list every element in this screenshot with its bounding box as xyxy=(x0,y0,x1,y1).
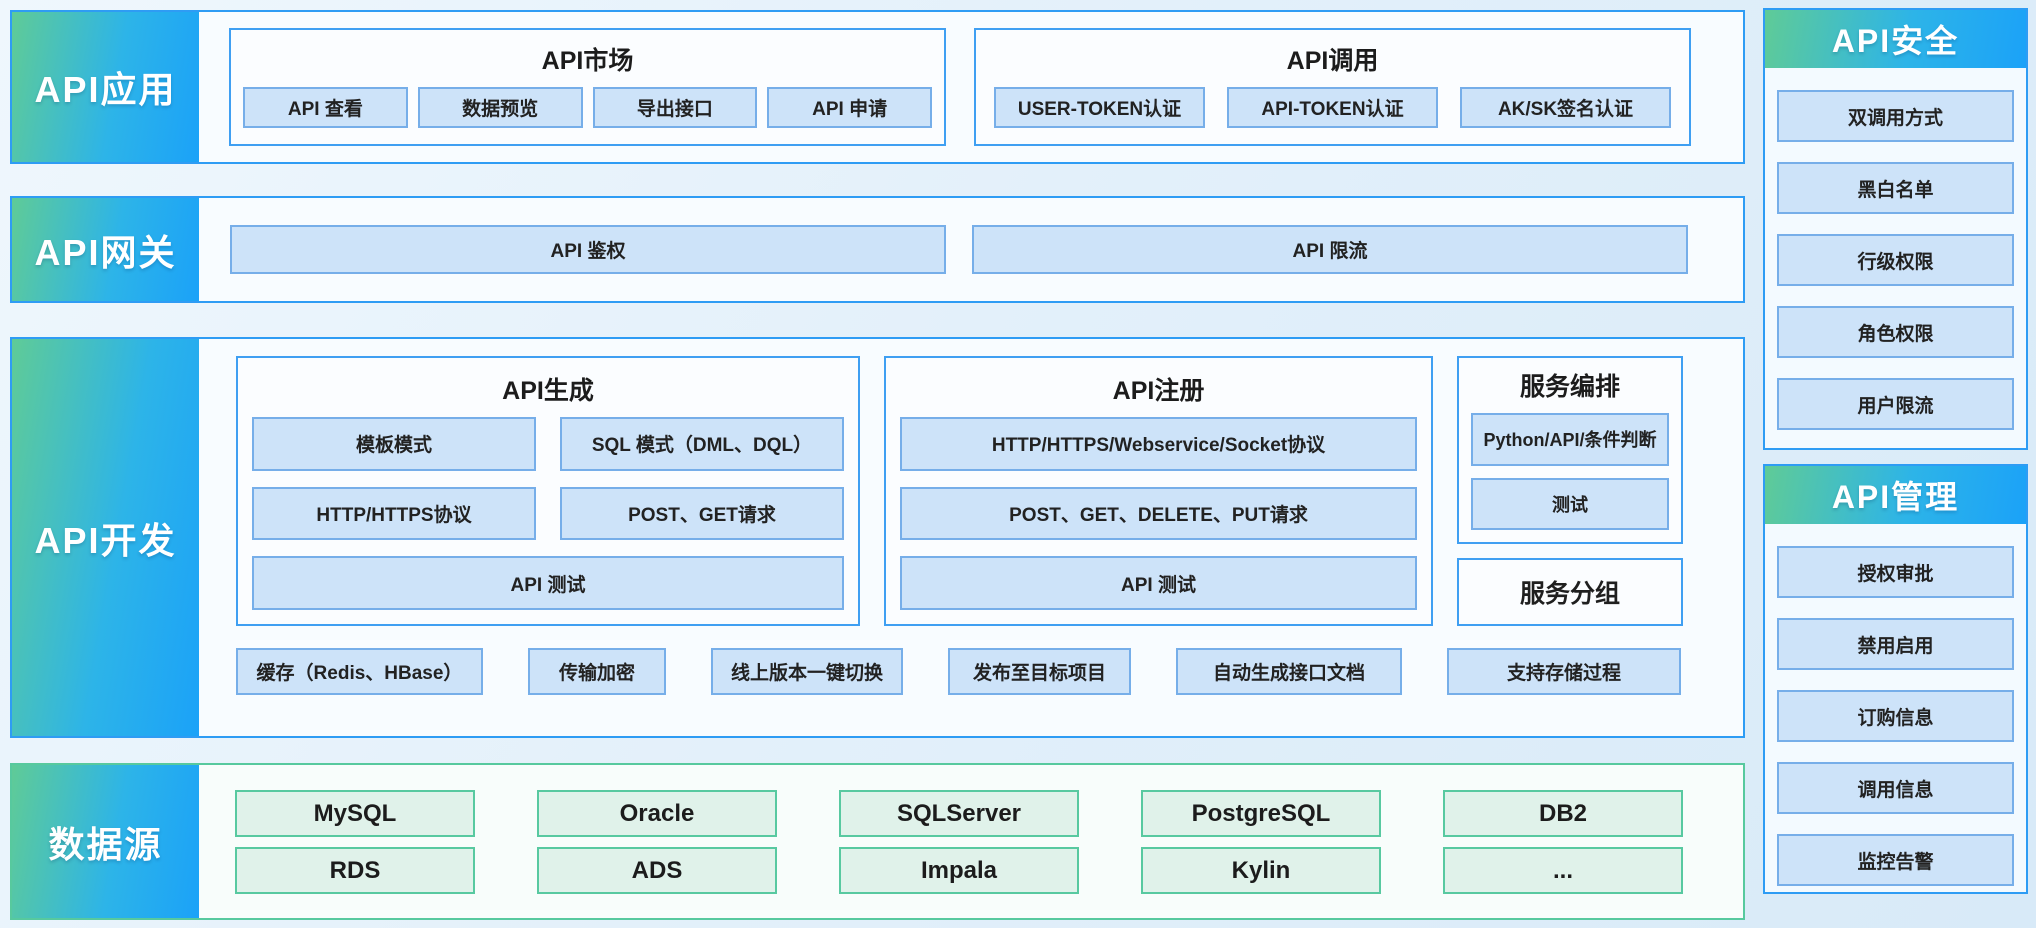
datasource-chip: SQLServer xyxy=(839,790,1079,837)
feature-chip: 授权审批 xyxy=(1777,546,2014,598)
band-label-data-source: 数据源 xyxy=(12,765,199,918)
feature-chip: API 测试 xyxy=(252,556,844,610)
api-development-feature-row: 缓存（Redis、HBase） 传输加密 线上版本一键切换 发布至目标项目 自动… xyxy=(236,648,1683,695)
feature-chip: 双调用方式 xyxy=(1777,90,2014,142)
feature-chip: 发布至目标项目 xyxy=(948,648,1131,695)
api-register-column: HTTP/HTTPS/Webservice/Socket协议 POST、GET、… xyxy=(900,417,1417,611)
feature-chip: 监控告警 xyxy=(1777,834,2014,886)
feature-chip: 缓存（Redis、HBase） xyxy=(236,648,483,695)
group-api-call: API调用 USER-TOKEN认证 API-TOKEN认证 AK/SK签名认证 xyxy=(974,28,1691,146)
band-data-source-content: MySQL Oracle SQLServer PostgreSQL DB2 RD… xyxy=(199,765,1743,918)
feature-chip: POST、GET、DELETE、PUT请求 xyxy=(900,486,1417,541)
feature-chip: API 查看 xyxy=(243,87,408,128)
datasource-chip: MySQL xyxy=(235,790,475,837)
panel-api-management-body: 授权审批 禁用启用 订购信息 调用信息 监控告警 xyxy=(1765,524,2026,908)
feature-chip: Python/API/条件判断 xyxy=(1471,413,1669,466)
group-service-orchestration-title: 服务编排 xyxy=(1519,373,1620,401)
feature-chip: 订购信息 xyxy=(1777,690,2014,742)
main-column: API应用 API市场 API 查看 数据预览 导出接口 API 申请 API调… xyxy=(10,8,1745,920)
datasource-chip: Kylin xyxy=(1141,847,1381,894)
api-market-chip-row: API 查看 数据预览 导出接口 API 申请 xyxy=(243,87,932,128)
feature-chip: 支持存储过程 xyxy=(1447,648,1681,695)
api-development-right-column: 服务编排 Python/API/条件判断 测试 服务分组 xyxy=(1457,356,1683,626)
band-api-development: API开发 API生成 模板模式 SQL 模式（DML、DQL） HTTP/HT… xyxy=(10,337,1745,738)
api-call-chip-row: USER-TOKEN认证 API-TOKEN认证 AK/SK签名认证 xyxy=(988,87,1677,128)
feature-chip: API 鉴权 xyxy=(230,225,946,274)
feature-chip: USER-TOKEN认证 xyxy=(994,87,1205,128)
feature-chip: 数据预览 xyxy=(417,87,583,128)
band-api-application-content: API市场 API 查看 数据预览 导出接口 API 申请 API调用 USER… xyxy=(199,12,1743,162)
feature-chip: SQL 模式（DML、DQL） xyxy=(560,417,844,471)
feature-chip: AK/SK签名认证 xyxy=(1460,87,1671,128)
datasource-chip: DB2 xyxy=(1443,790,1683,837)
feature-chip: 用户限流 xyxy=(1777,378,2014,430)
feature-chip: 传输加密 xyxy=(528,648,666,695)
group-service-orchestration: 服务编排 Python/API/条件判断 测试 xyxy=(1457,356,1683,544)
band-label-api-development: API开发 xyxy=(12,339,199,736)
feature-chip: 禁用启用 xyxy=(1777,618,2014,670)
panel-api-security-header: API安全 xyxy=(1765,10,2026,68)
panel-api-security: API安全 双调用方式 黑白名单 行级权限 角色权限 用户限流 xyxy=(1763,8,2028,450)
band-api-gateway: API网关 API 鉴权 API 限流 xyxy=(10,196,1745,303)
group-api-register-title: API注册 xyxy=(1112,377,1205,405)
band-api-development-content: API生成 模板模式 SQL 模式（DML、DQL） HTTP/HTTPS协议 … xyxy=(199,339,1743,736)
feature-chip: API 限流 xyxy=(972,225,1688,274)
feature-chip: 行级权限 xyxy=(1777,234,2014,286)
group-api-market: API市场 API 查看 数据预览 导出接口 API 申请 xyxy=(229,28,946,146)
group-api-market-title: API市场 xyxy=(541,47,634,75)
feature-chip: API 申请 xyxy=(767,87,932,128)
feature-chip: API 测试 xyxy=(900,556,1417,611)
group-api-generate: API生成 模板模式 SQL 模式（DML、DQL） HTTP/HTTPS协议 … xyxy=(236,356,860,626)
band-label-api-gateway: API网关 xyxy=(12,198,199,301)
panel-api-management: API管理 授权审批 禁用启用 订购信息 调用信息 监控告警 xyxy=(1763,464,2028,894)
datasource-chip: Impala xyxy=(839,847,1079,894)
group-api-register: API注册 HTTP/HTTPS/Webservice/Socket协议 POS… xyxy=(884,356,1433,626)
panel-api-security-body: 双调用方式 黑白名单 行级权限 角色权限 用户限流 xyxy=(1765,68,2026,452)
feature-chip: 角色权限 xyxy=(1777,306,2014,358)
group-api-generate-title: API生成 xyxy=(502,377,594,405)
feature-chip: 黑白名单 xyxy=(1777,162,2014,214)
datasource-chip: PostgreSQL xyxy=(1141,790,1381,837)
api-generate-grid: 模板模式 SQL 模式（DML、DQL） HTTP/HTTPS协议 POST、G… xyxy=(252,417,844,610)
feature-chip: 线上版本一键切换 xyxy=(711,648,903,695)
group-api-call-title: API调用 xyxy=(1286,47,1379,75)
datasource-chip: ... xyxy=(1443,847,1683,894)
datasource-chip: RDS xyxy=(235,847,475,894)
feature-chip: API-TOKEN认证 xyxy=(1227,87,1438,128)
datasource-chip: ADS xyxy=(537,847,777,894)
feature-chip: 导出接口 xyxy=(592,87,758,128)
feature-chip: POST、GET请求 xyxy=(560,486,844,541)
api-development-top-row: API生成 模板模式 SQL 模式（DML、DQL） HTTP/HTTPS协议 … xyxy=(236,356,1683,626)
feature-chip: HTTP/HTTPS/Webservice/Socket协议 xyxy=(900,417,1417,471)
band-api-application: API应用 API市场 API 查看 数据预览 导出接口 API 申请 API调… xyxy=(10,10,1745,164)
band-api-gateway-content: API 鉴权 API 限流 xyxy=(199,198,1743,301)
sidebar: API安全 双调用方式 黑白名单 行级权限 角色权限 用户限流 API管理 授权… xyxy=(1763,8,2028,920)
band-data-source: 数据源 MySQL Oracle SQLServer PostgreSQL DB… xyxy=(10,763,1745,920)
feature-chip: 模板模式 xyxy=(252,417,536,471)
service-orchestration-column: Python/API/条件判断 测试 xyxy=(1471,413,1669,530)
feature-chip: HTTP/HTTPS协议 xyxy=(252,486,536,541)
group-service-grouping: 服务分组 xyxy=(1457,558,1683,626)
band-label-api-application: API应用 xyxy=(12,12,199,162)
feature-chip: 测试 xyxy=(1471,477,1669,530)
feature-chip: 调用信息 xyxy=(1777,762,2014,814)
feature-chip: 自动生成接口文档 xyxy=(1176,648,1402,695)
datasource-chip: Oracle xyxy=(537,790,777,837)
panel-api-management-header: API管理 xyxy=(1765,466,2026,524)
